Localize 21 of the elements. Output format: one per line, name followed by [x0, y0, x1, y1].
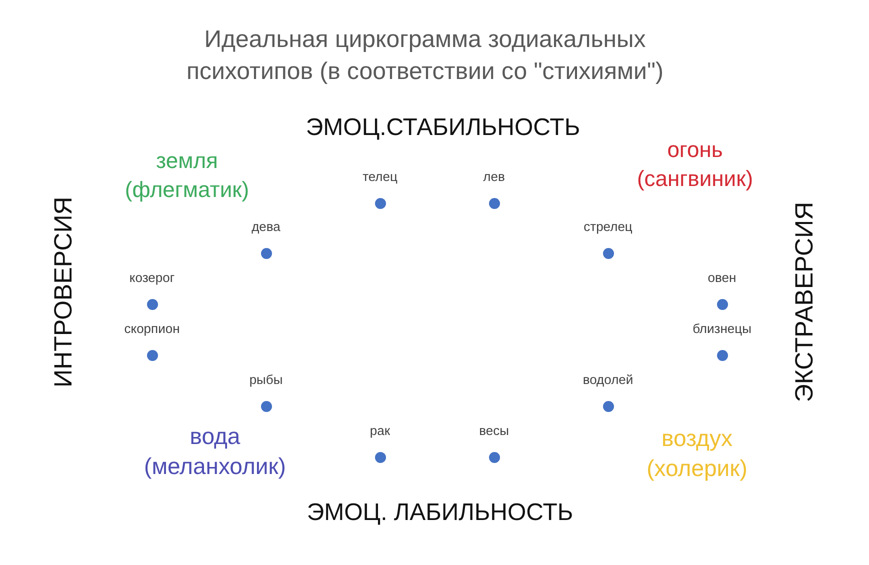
axis-label: ИНТРОВЕРСИЯ	[48, 196, 78, 388]
point-label: стрелец	[584, 219, 632, 235]
element-label: воздух (холерик)	[646, 424, 748, 483]
point-label: близнецы	[692, 321, 752, 337]
point-label: рак	[370, 423, 390, 439]
element-label: огонь (сангвиник)	[636, 136, 754, 193]
point-label: рыбы	[249, 372, 283, 388]
point-label: дева	[252, 219, 280, 235]
point-label: лев	[483, 169, 505, 185]
point-label: козерог	[129, 270, 175, 286]
point-label: скорпион	[124, 321, 180, 337]
axis-label: ЭКСТРАВЕРСИЯ	[790, 202, 820, 402]
point-label: телец	[362, 169, 398, 185]
point-label: овен	[708, 270, 736, 286]
chart-title: Идеальная циркограмма зодиакальных психотипов (в соответствии со "стихиями")	[186, 25, 664, 87]
axis-label: ЭМОЦ. ЛАБИЛЬНОСТЬ	[306, 498, 574, 528]
axis-label: ЭМОЦ.СТАБИЛЬНОСТЬ	[306, 113, 580, 143]
element-label: земля (флегматик)	[124, 147, 250, 204]
point-label: водолей	[582, 372, 634, 388]
element-label: вода (меланхолик)	[143, 422, 287, 481]
point-label: весы	[479, 423, 509, 439]
